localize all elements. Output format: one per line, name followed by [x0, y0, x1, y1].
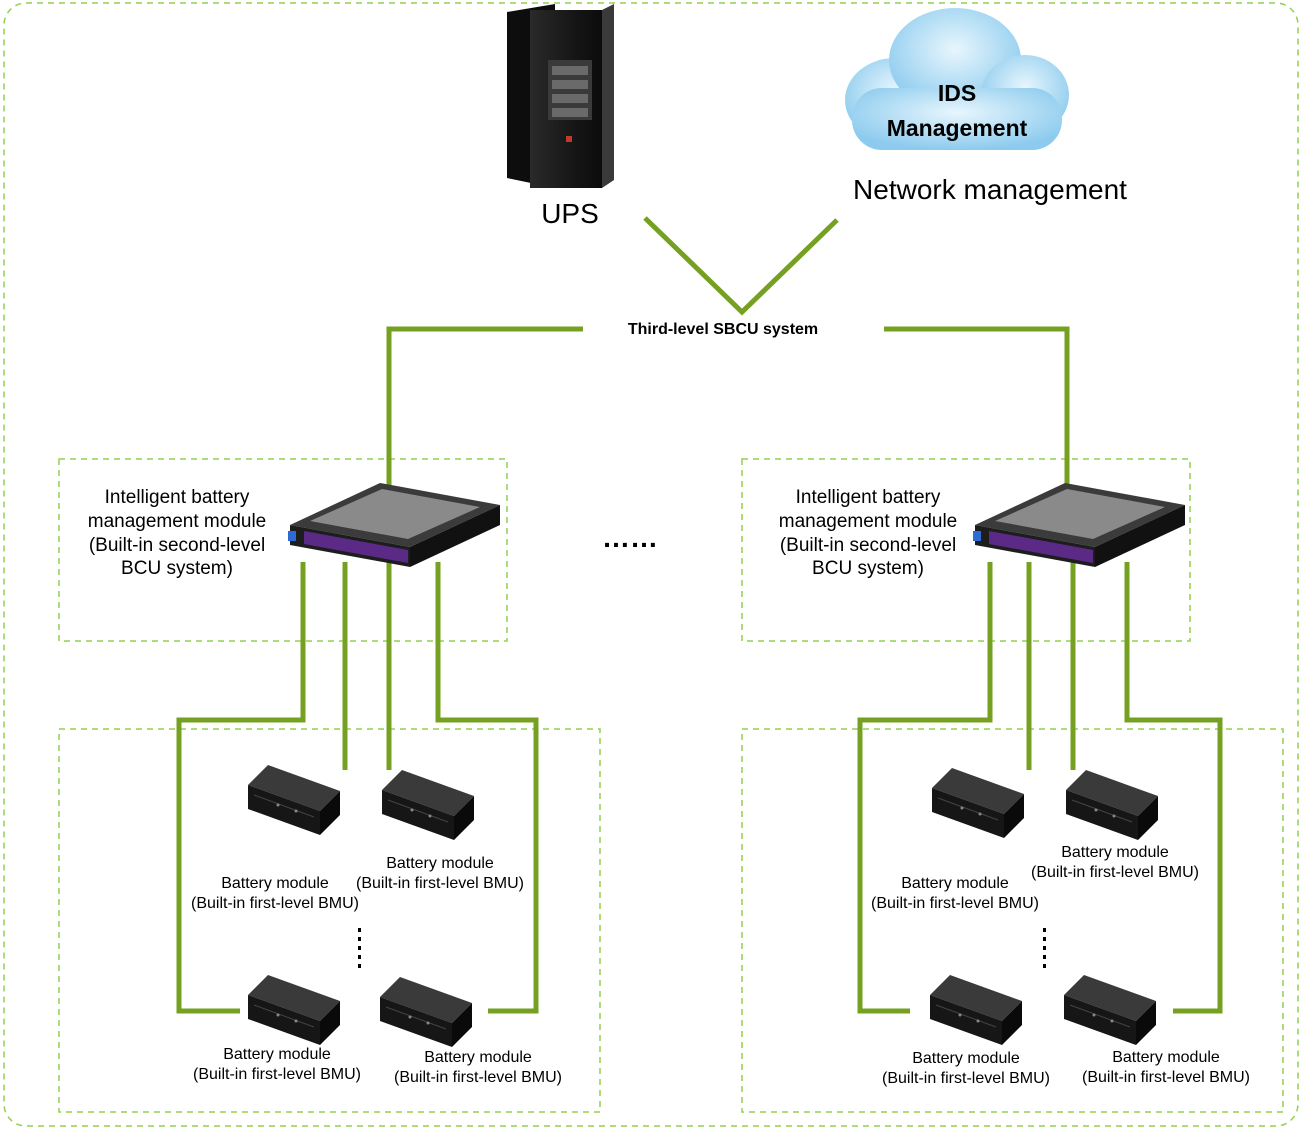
battery-label: Battery module (Built-in first-level BMU… [175, 874, 375, 914]
battery-module-image [929, 974, 1023, 1046]
battery-label-line2: (Built-in first-level BMU) [870, 895, 1039, 912]
ups-cabinet-image [507, 4, 614, 188]
vertical-ellipsis-left [358, 928, 361, 968]
bcu-label-line: management module [778, 510, 958, 532]
ids-cloud-line1: IDS [937, 80, 977, 106]
bcu-device-image-right [973, 483, 1185, 567]
battery-module-image [247, 974, 341, 1046]
battery-label: Battery module (Built-in first-level BMU… [177, 1045, 377, 1085]
battery-label-line1: Battery module [223, 1046, 331, 1063]
cloud-icon [845, 8, 1069, 150]
battery-module-image [379, 976, 473, 1048]
ids-cloud-line2: Management [886, 114, 1028, 141]
bcu-device-image-left [288, 483, 500, 567]
battery-module-image [381, 769, 475, 841]
battery-label: Battery module (Built-in first-level BMU… [1015, 843, 1215, 883]
battery-label-line2: (Built-in first-level BMU) [1030, 864, 1199, 881]
battery-label-line2: (Built-in first-level BMU) [393, 1069, 562, 1086]
bcu-group-border-right [741, 458, 1191, 642]
bcu-label-line: (Built-in second-level [88, 534, 266, 556]
bcu-label-line: (Built-in second-level [779, 534, 957, 556]
battery-label: Battery module (Built-in first-level BMU… [378, 1048, 578, 1088]
network-management-label: Network management [853, 174, 1127, 205]
battery-label: Battery module (Built-in first-level BMU… [866, 1049, 1066, 1089]
battery-label-line1: Battery module [424, 1049, 532, 1066]
sbcu-label: Third-level SBCU system [627, 321, 819, 338]
battery-label-line1: Battery module [221, 875, 329, 892]
battery-label-line2: (Built-in first-level BMU) [881, 1070, 1050, 1087]
bcu-label-line: Intelligent battery [104, 487, 250, 508]
battery-module-image [247, 764, 341, 836]
bcu-label-line: Intelligent battery [795, 487, 941, 508]
battery-label-line2: (Built-in first-level BMU) [355, 875, 524, 892]
bcu-label-line: management module [87, 510, 267, 532]
ids-cloud-title: IDS Management [872, 76, 1042, 145]
bcu-label-line: BCU system) [121, 558, 233, 580]
battery-label-line1: Battery module [386, 855, 494, 872]
bcu-label-line: BCU system) [812, 558, 924, 580]
battery-cables-right [857, 562, 1223, 1014]
battery-module-image [1063, 974, 1157, 1046]
battery-module-image [1065, 769, 1159, 841]
bcu-group-border-left [58, 458, 508, 642]
battery-label-line1: Battery module [912, 1050, 1020, 1067]
battery-label-line2: (Built-in first-level BMU) [1081, 1069, 1250, 1086]
battery-label-line1: Battery module [1112, 1049, 1220, 1066]
ups-label: UPS [541, 198, 599, 229]
bcu-label-right: Intelligent battery management module (B… [753, 486, 983, 581]
battery-module-image [931, 767, 1025, 839]
battery-label-line2: (Built-in first-level BMU) [192, 1066, 361, 1083]
battery-label-line1: Battery module [1061, 844, 1169, 861]
battery-label-line2: (Built-in first-level BMU) [190, 895, 359, 912]
top-connectors [386, 216, 1070, 486]
bcu-label-left: Intelligent battery management module (B… [62, 486, 292, 581]
horizontal-ellipsis: …… [602, 522, 658, 553]
battery-label: Battery module (Built-in first-level BMU… [340, 854, 540, 894]
battery-cables-left [176, 562, 539, 1014]
vertical-ellipsis-right [1043, 928, 1046, 968]
battery-label-line1: Battery module [901, 875, 1009, 892]
battery-label: Battery module (Built-in first-level BMU… [855, 874, 1055, 914]
battery-label: Battery module (Built-in first-level BMU… [1066, 1048, 1266, 1088]
